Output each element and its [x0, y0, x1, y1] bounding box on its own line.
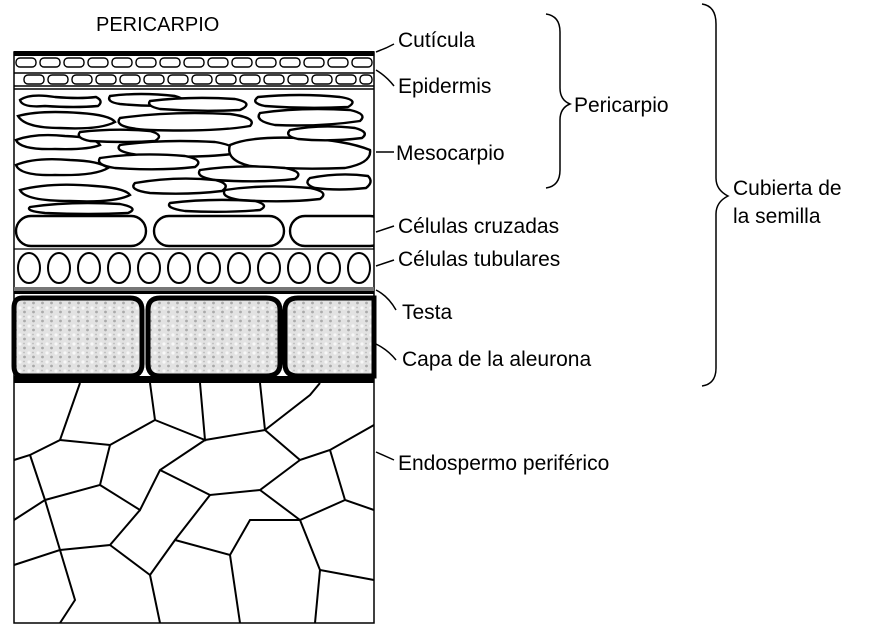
epidermis-cell: [144, 75, 164, 84]
tubular-cell: [78, 253, 100, 283]
label-pericarpio-group: Pericarpio: [574, 94, 669, 117]
tubular-cell: [288, 253, 310, 283]
epidermis-cell: [184, 58, 204, 67]
label-celulas-cruzadas: Células cruzadas: [398, 215, 559, 238]
epidermis-cell: [168, 75, 188, 84]
epidermis-cell: [312, 75, 332, 84]
tubular-cell: [258, 253, 280, 283]
label-celulas-tubulares: Células tubulares: [398, 248, 560, 271]
epidermis-cell: [96, 75, 116, 84]
epidermis-cell: [112, 58, 132, 67]
tubular-cell: [18, 253, 40, 283]
epidermis-cell: [24, 75, 44, 84]
epidermis-cell: [88, 58, 108, 67]
epidermis-cell: [352, 58, 372, 67]
mesocarp-cells: [16, 94, 371, 214]
tubular-cell: [348, 253, 370, 283]
label-mesocarpio: Mesocarpio: [396, 142, 505, 165]
label-epidermis: Epidermis: [398, 75, 491, 98]
tubular-cell: [228, 253, 250, 283]
label-endospermo: Endospermo periférico: [398, 452, 609, 475]
tubular-cell: [198, 253, 220, 283]
epidermis-cell: [72, 75, 92, 84]
leader-lines: [376, 44, 396, 460]
epidermis-cell: [336, 75, 356, 84]
aleurone-bottom-line: [14, 376, 374, 383]
epidermis-cell: [160, 58, 180, 67]
epidermis-cell: [256, 58, 276, 67]
epidermis-cell: [304, 58, 324, 67]
label-testa: Testa: [402, 301, 453, 324]
tubular-cell: [168, 253, 190, 283]
epidermis-cell: [328, 58, 348, 67]
tubular-cell: [108, 253, 130, 283]
tubular-cell: [138, 253, 160, 283]
epidermis-cell: [264, 75, 284, 84]
label-aleurona: Capa de la aleurona: [402, 348, 591, 371]
epidermis-cells: [16, 58, 372, 84]
pericarpio-brace: [546, 14, 570, 188]
epidermis-cell: [120, 75, 140, 84]
epidermis-cell: [40, 58, 60, 67]
cross-cells: [16, 216, 385, 246]
epidermis-cell: [16, 58, 36, 67]
epidermis-cell: [48, 75, 68, 84]
epidermis-cell: [216, 75, 236, 84]
epidermis-cell: [360, 75, 372, 84]
label-cubierta-line2: la semilla: [733, 205, 821, 228]
aleurone-cells: [14, 298, 374, 376]
diagram-title: PERICARPIO: [96, 14, 219, 36]
endosperm-cells: [14, 383, 374, 623]
epidermis-cell: [232, 58, 252, 67]
cuticle-layer: [14, 51, 374, 56]
epidermis-cell: [240, 75, 260, 84]
cubierta-brace: [702, 4, 728, 386]
epidermis-cell: [136, 58, 156, 67]
tubular-cell: [48, 253, 70, 283]
epidermis-cell: [280, 58, 300, 67]
testa-layer: [14, 287, 374, 291]
epidermis-cell: [64, 58, 84, 67]
tubular-cell: [318, 253, 340, 283]
label-cubierta-line1: Cubierta de: [733, 177, 842, 200]
tubular-cells: [18, 253, 370, 283]
epidermis-cell: [208, 58, 228, 67]
label-cuticula: Cutícula: [398, 29, 475, 52]
epidermis-cell: [192, 75, 212, 84]
epidermis-cell: [288, 75, 308, 84]
